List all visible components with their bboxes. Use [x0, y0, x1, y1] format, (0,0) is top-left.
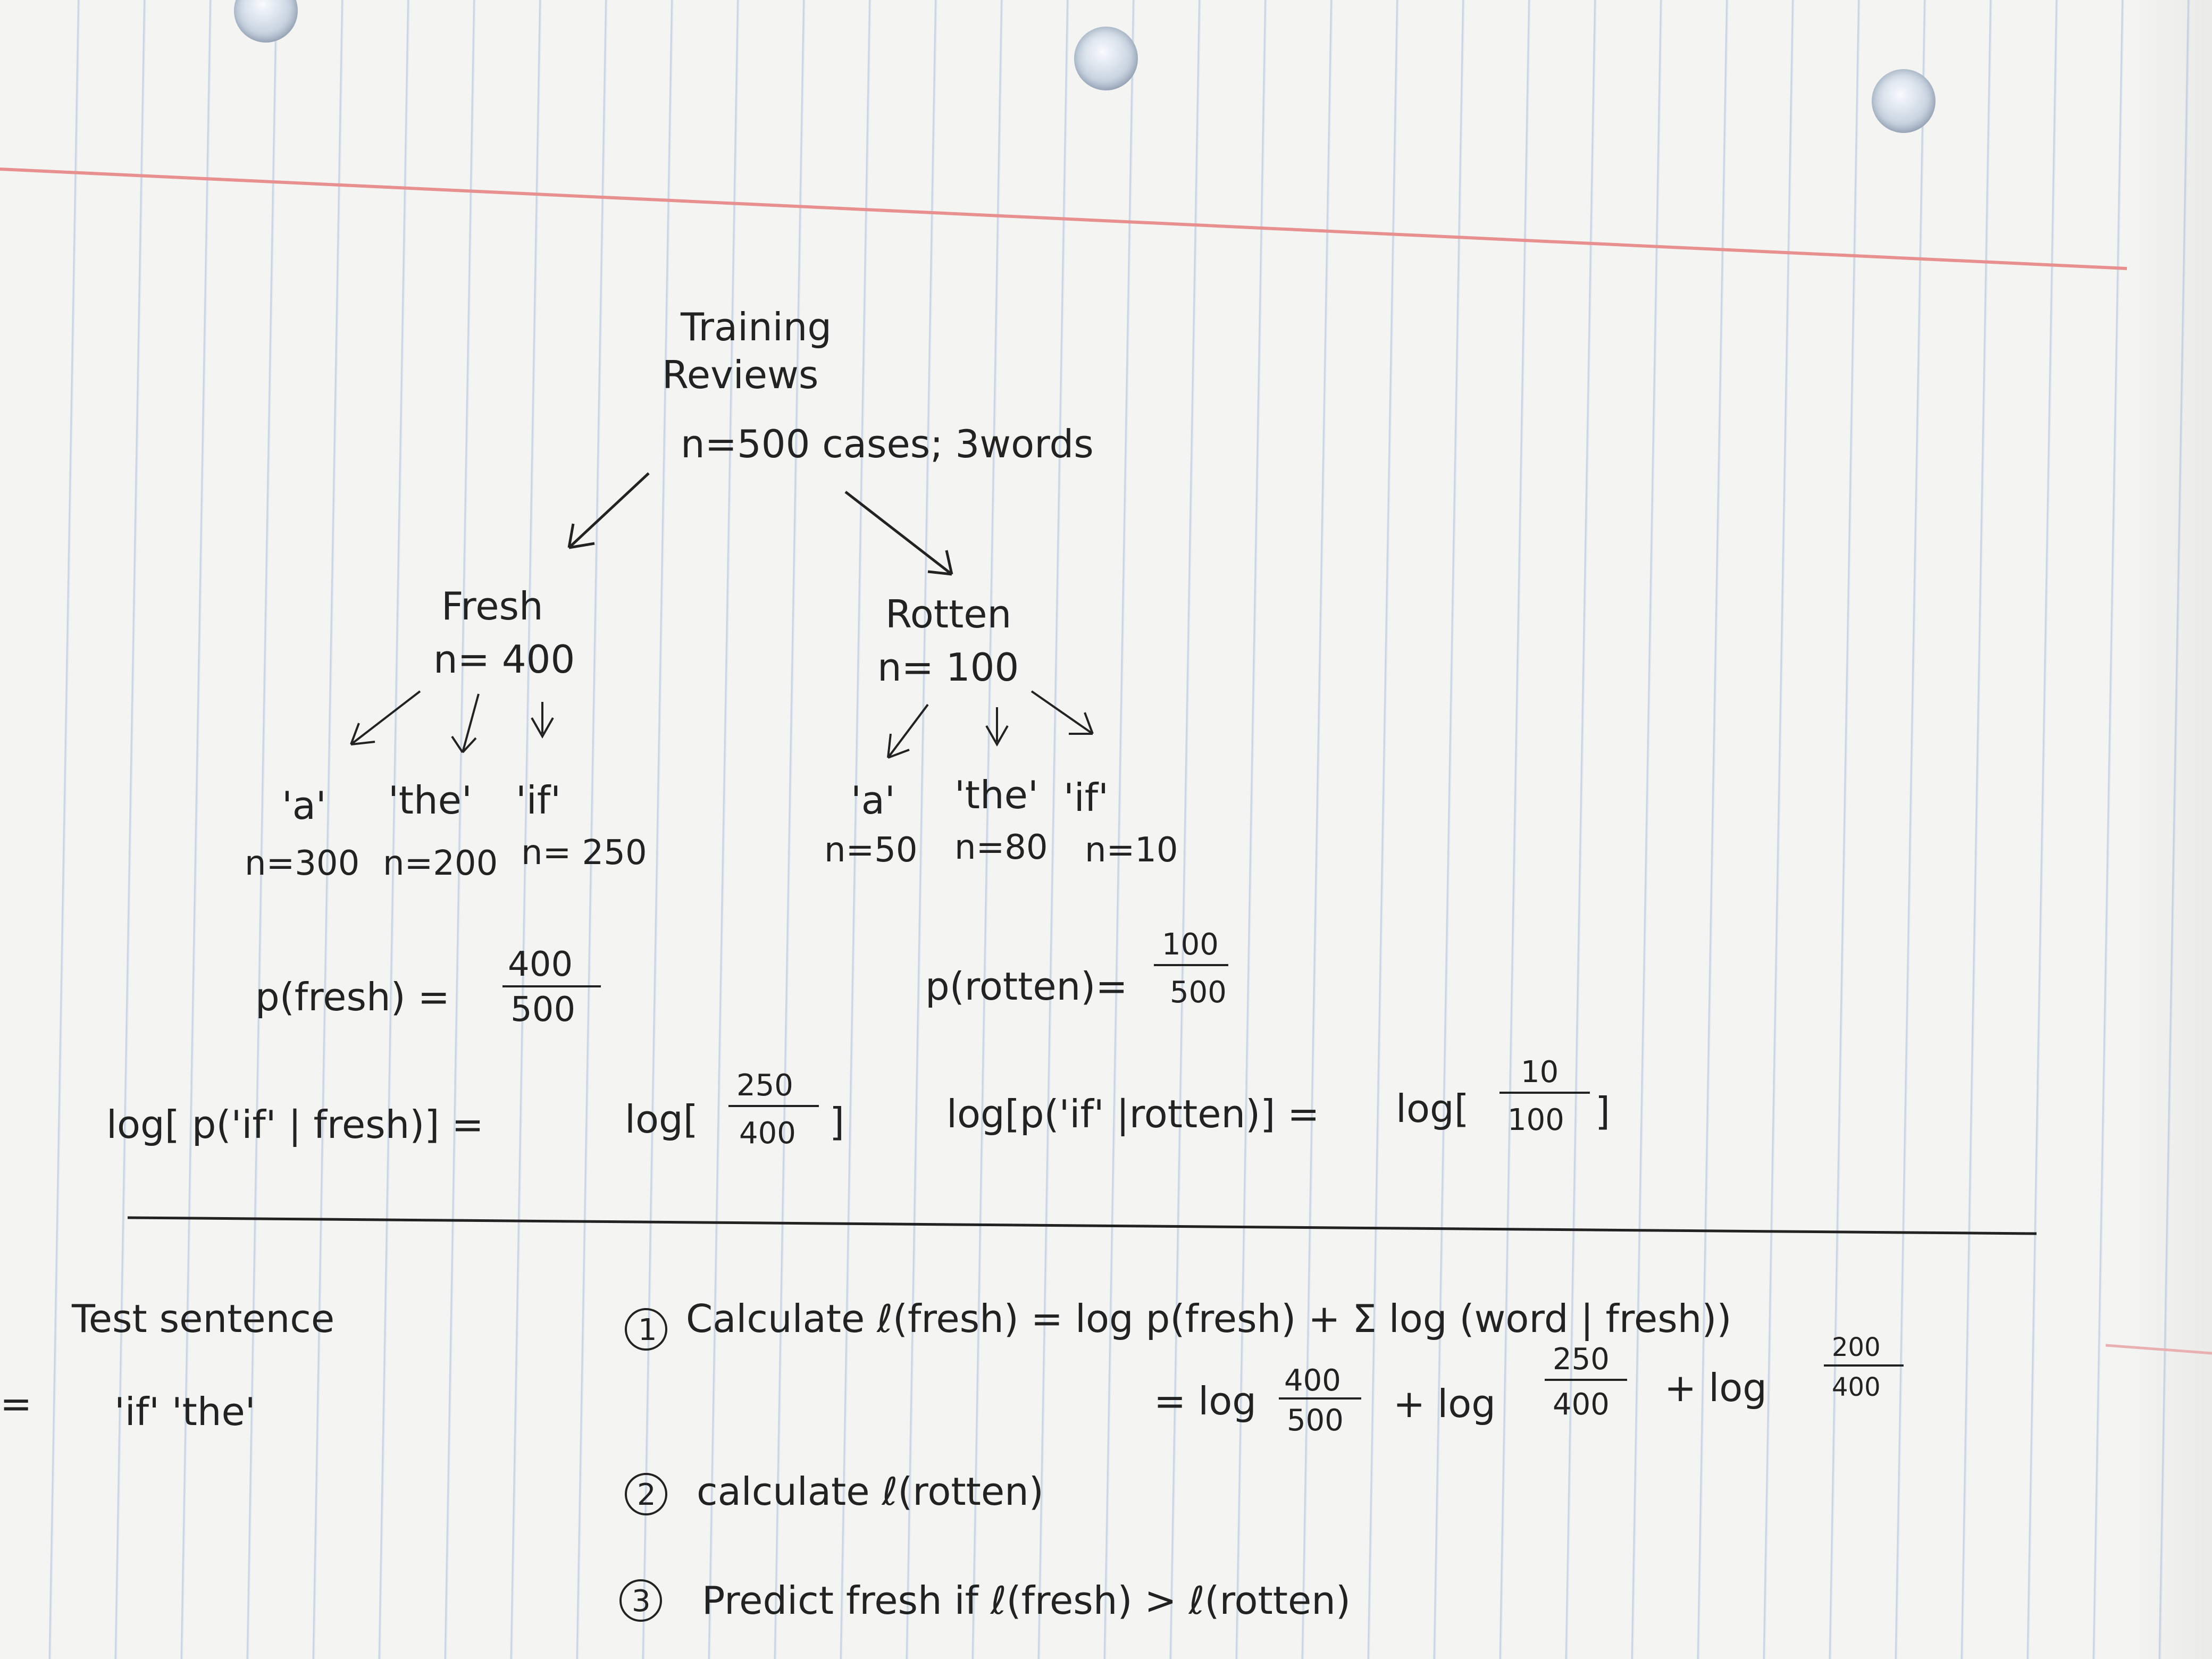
svg-text:250: 250 — [736, 1068, 793, 1103]
svg-text:calculate ℓ(rotten): calculate ℓ(rotten) — [697, 1469, 1044, 1514]
svg-text:n=50: n=50 — [824, 831, 918, 870]
svg-text:400: 400 — [1553, 1387, 1610, 1422]
step-1: 1 Calculate ℓ(fresh) = log p(fresh) + Σ … — [625, 1296, 1904, 1438]
svg-text:100: 100 — [1507, 1103, 1564, 1137]
prior-rotten: p(rotten)= 100 500 — [925, 927, 1228, 1010]
svg-text:'a': 'a' — [282, 783, 326, 828]
svg-text:'the': 'the' — [388, 778, 472, 823]
svg-text:+ log: + log — [1393, 1381, 1496, 1426]
svg-text:p(fresh) =: p(fresh) = — [255, 975, 450, 1019]
test-sentence: Test sentence 'if' 'the' = — [0, 1296, 334, 1434]
root-line1: Training — [680, 305, 832, 349]
svg-text:]: ] — [830, 1100, 844, 1144]
fresh-label: Fresh — [441, 584, 543, 629]
svg-text:3: 3 — [632, 1584, 651, 1619]
svg-text:n=80: n=80 — [954, 828, 1048, 867]
svg-text:log[ p('if' | fresh)] =: log[ p('if' | fresh)] = — [106, 1102, 484, 1147]
rotten-word-if: 'if' n=10 — [1063, 775, 1178, 870]
svg-text:400: 400 — [508, 945, 573, 984]
svg-text:log[: log[ — [1396, 1086, 1469, 1131]
svg-text:400: 400 — [1832, 1372, 1881, 1402]
root-line2: Reviews — [662, 353, 818, 397]
svg-text:n=300: n=300 — [245, 844, 359, 883]
svg-text:Calculate ℓ(fresh) = log p(fre: Calculate ℓ(fresh) = log p(fresh) + Σ lo… — [686, 1296, 1732, 1342]
root-line3: n=500 cases; 3words — [681, 422, 1094, 466]
svg-text:'if' 'the': 'if' 'the' — [114, 1389, 256, 1434]
rotten-count: n= 100 — [877, 645, 1019, 690]
prior-fresh: p(fresh) = 400 500 — [255, 945, 601, 1029]
svg-text:400: 400 — [1284, 1363, 1341, 1398]
fresh-count: n= 400 — [433, 637, 575, 682]
svg-text:250: 250 — [1553, 1342, 1610, 1377]
svg-text:500: 500 — [1287, 1403, 1344, 1438]
fresh-word-if: 'if' n= 250 — [516, 778, 647, 873]
svg-text:200: 200 — [1832, 1333, 1881, 1362]
fresh-word-the: 'the' n=200 — [383, 778, 498, 883]
svg-text:p(rotten)=: p(rotten)= — [925, 964, 1128, 1009]
svg-text:400: 400 — [739, 1116, 796, 1151]
binder-hole — [1872, 69, 1936, 133]
svg-text:500: 500 — [1170, 975, 1227, 1010]
arrow-root-to-rotten — [844, 491, 953, 576]
svg-text:Test sentence: Test sentence — [71, 1296, 334, 1341]
section-divider — [127, 1216, 2037, 1235]
svg-text:= log: = log — [1154, 1379, 1256, 1423]
likelihood-rotten: log[p('if' |rotten)] = log[ 10 100 ] — [946, 1055, 1610, 1137]
svg-text:log[: log[ — [625, 1097, 698, 1142]
likelihood-fresh: log[ p('if' | fresh)] = log[ 250 400 ] — [106, 1068, 844, 1151]
svg-text:1: 1 — [638, 1313, 657, 1347]
arrows-rotten-children — [887, 690, 1094, 759]
rotten-word-the: 'the' n=80 — [954, 773, 1048, 867]
svg-text:'the': 'the' — [954, 773, 1038, 817]
svg-text:'if': 'if' — [1063, 775, 1109, 820]
svg-text:n= 250: n= 250 — [521, 833, 647, 873]
binder-hole — [1074, 27, 1138, 90]
margin-line-lower — [2105, 1344, 2212, 1355]
step-3: 3 Predict fresh if ℓ(fresh) > ℓ(rotten) — [619, 1578, 1351, 1623]
svg-text:Predict fresh if ℓ(fresh) >: Predict fresh if ℓ(fresh) > ℓ(rotten) — [702, 1578, 1351, 1623]
margin-line — [0, 167, 2127, 270]
arrow-root-to-fresh — [567, 472, 650, 549]
svg-text:log[p('if' |rotten)] =: log[p('if' |rotten)] = — [946, 1092, 1320, 1137]
svg-text:2: 2 — [637, 1478, 656, 1512]
svg-text:]: ] — [1595, 1089, 1610, 1134]
step-2: 2 calculate ℓ(rotten) — [625, 1469, 1044, 1515]
svg-text:100: 100 — [1162, 927, 1219, 962]
svg-text:n=10: n=10 — [1085, 831, 1178, 870]
svg-text:n=200: n=200 — [383, 844, 498, 883]
svg-text:10: 10 — [1521, 1055, 1559, 1090]
fresh-word-a: 'a' n=300 — [245, 783, 359, 883]
rotten-label: Rotten — [885, 592, 1011, 636]
arrows-fresh-children — [350, 690, 554, 753]
svg-text:'a': 'a' — [851, 778, 895, 823]
svg-text:'if': 'if' — [516, 778, 561, 823]
rotten-word-a: 'a' n=50 — [824, 778, 918, 870]
svg-text:=: = — [0, 1381, 32, 1426]
svg-text:500: 500 — [510, 990, 575, 1029]
svg-text:+ log: + log — [1664, 1365, 1767, 1410]
